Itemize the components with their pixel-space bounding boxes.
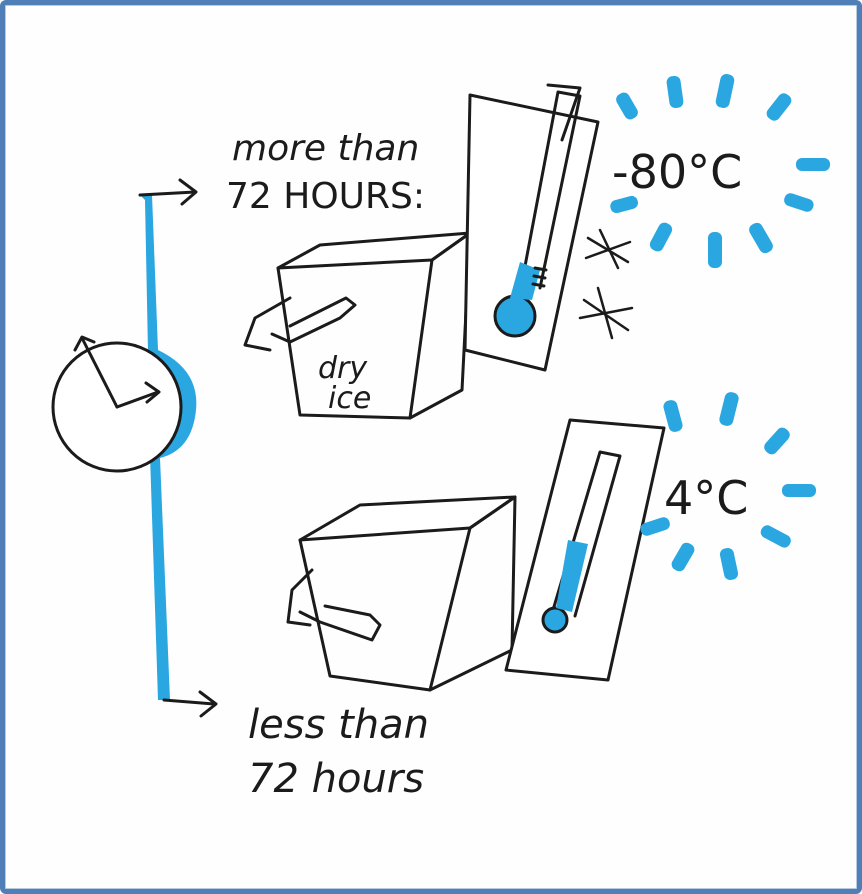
bottom-label-line1: less than	[248, 702, 429, 748]
cooler-box-icon	[288, 497, 515, 690]
cold-temperature: -80°C	[612, 145, 742, 199]
thermometer-icon	[506, 420, 664, 680]
top-label-line2: 72 HOURS:	[226, 176, 425, 217]
bottom-label-line2: 72 hours	[248, 756, 424, 802]
thermometer-icon	[465, 85, 598, 370]
box-label-ice: ice	[328, 381, 371, 416]
arrow-right-icon	[164, 692, 216, 716]
snowflake-icon	[586, 230, 630, 268]
snowflake-icon	[580, 288, 632, 338]
cool-temperature: 4°C	[664, 471, 748, 525]
top-label-line1: more than	[232, 128, 419, 169]
